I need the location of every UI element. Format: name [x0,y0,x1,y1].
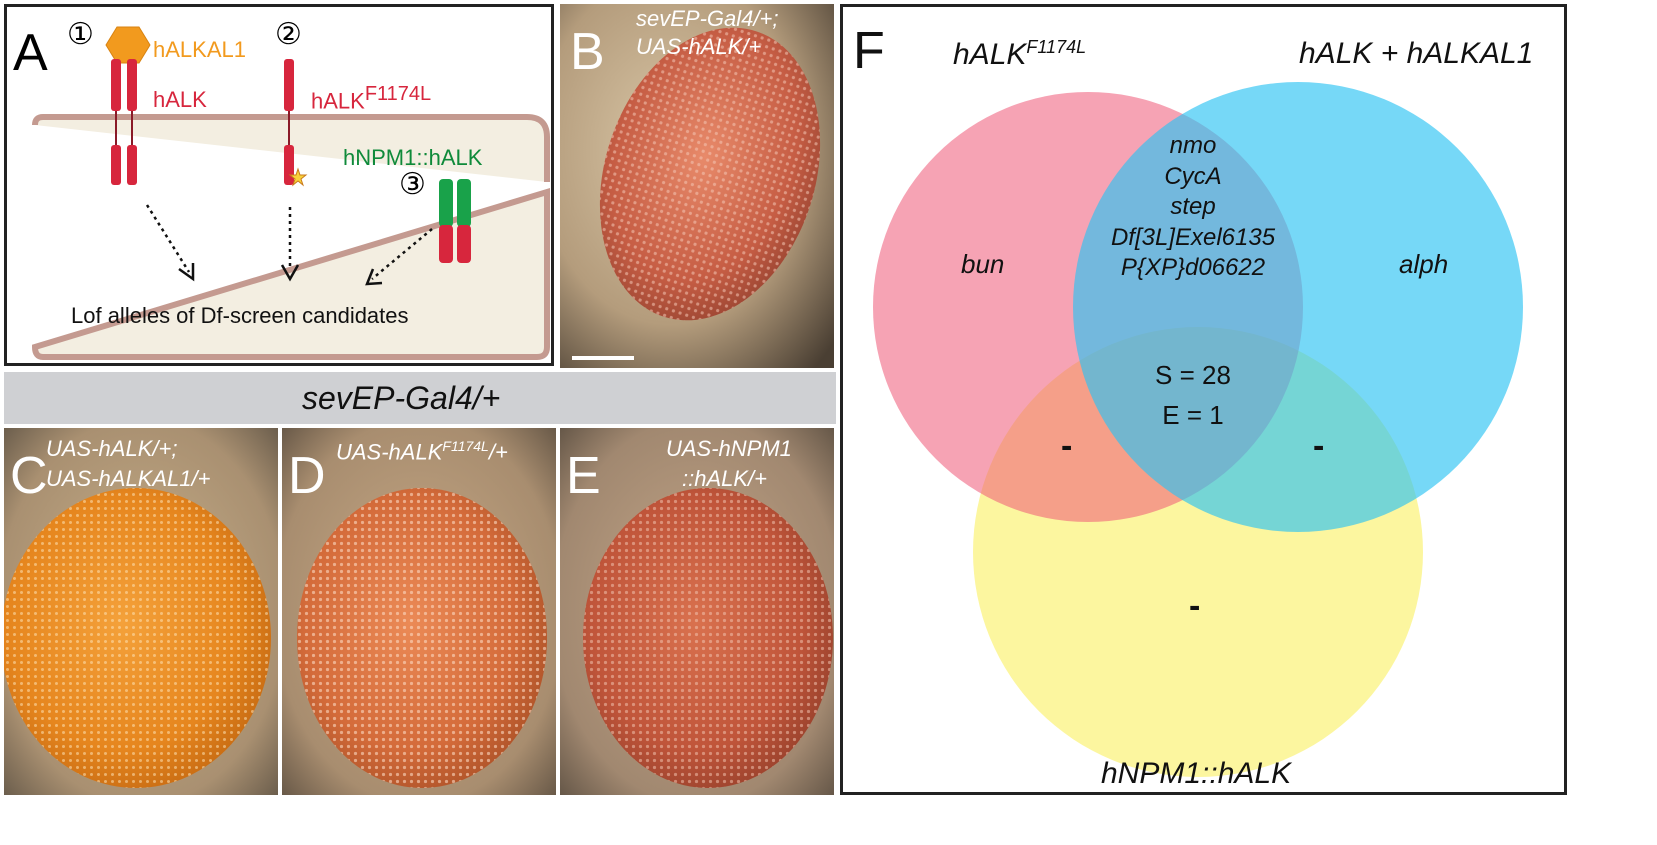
panel-d-genotype: UAS-hALKF1174L/+ [336,438,508,465]
number-2: ② [275,18,302,51]
panel-f-letter: F [853,22,885,80]
set-label-red-base: hALK [953,38,1027,71]
region-red-blue: nmo CycA step Df[3L]Exel6135 P{XP}d06622 [1083,131,1303,284]
panel-e-genotype-1: UAS-hNPM1 [666,436,792,461]
region-blue-only: alph [1399,249,1449,279]
gene-item: step [1170,193,1216,220]
panel-a: A ① ② ③ hALKAL1 hALK hALKF1174L hNPM1::h… [4,4,554,366]
region-blue-yellow: - [1313,427,1325,465]
panel-c-letter: C [10,447,48,505]
number-3: ③ [399,168,426,201]
panel-b-genotype-2: UAS-hALK/+ [636,34,762,59]
caption: Lof alleles of Df-screen candidates [71,303,409,328]
region-center: S = 28 E = 1 [1113,355,1273,435]
gene-item: CycA [1164,162,1222,190]
panel-a-letter: A [13,24,48,82]
panel-a-schematic [31,26,550,360]
receptor-label: hALK [153,87,207,112]
receptor-halk-icon [111,59,137,185]
set-label-yellow: hNPM1::hALK [1101,757,1292,790]
set-label-red-sup: F1174L [1026,37,1087,57]
fusion-label: hNPM1::hALK [343,145,483,170]
cell-membrane [31,114,550,360]
gene-item: nmo [1169,132,1217,159]
panel-d-genotype-tail: /+ [488,439,508,465]
panel-b-letter: B [570,23,605,81]
panel-e-photo: E UAS-hNPM1 ::hALK/+ [560,428,834,795]
panel-d-photo: D UAS-hALKF1174L/+ [282,428,556,795]
panel-f: F hALKF1174L hALK + hALKAL1 hNPM1::hALK … [840,4,1567,795]
ligand-hexagon-icon [105,26,151,64]
panel-d-genotype-sup: F1174L [442,438,489,454]
panel-d-genotype-base: UAS-hALK [336,439,443,465]
arrows [145,204,433,280]
header-bar [4,372,836,424]
region-red-yellow: - [1061,427,1073,465]
mutation-star-icon [288,167,308,187]
panel-b-genotype-1: sevEP-Gal4/+; [636,6,779,31]
center-e: E = 1 [1162,400,1224,430]
fusion-protein-icon [439,179,471,263]
panel-c-photo: C UAS-hALK/+; UAS-hALKAL1/+ [4,428,278,795]
mutant-label: hALKF1174L [311,83,431,114]
ligand-label: hALKAL1 [153,37,246,62]
panel-e-letter: E [566,447,601,505]
mutant-label-sup: F1174L [364,83,432,105]
number-1: ① [67,18,94,51]
center-s: S = 28 [1155,360,1231,390]
panel-d-letter: D [288,447,326,505]
scale-bar [572,356,634,360]
panel-c-genotype-1: UAS-hALK/+; [46,436,178,461]
panel-c-genotype-2: UAS-hALKAL1/+ [46,466,211,491]
mutant-label-base: hALK [311,88,365,114]
receptor-mutant-icon [284,59,308,187]
panel-e-genotype-2: ::hALK/+ [682,466,768,491]
panel-b-photo: sevEP-Gal4/+; UAS-hALK/+ B [560,4,834,368]
gene-item: P{XP}d06622 [1120,254,1266,281]
venn-circle-blue [1073,82,1523,532]
set-label-blue: hALK + hALKAL1 [1299,37,1534,70]
header-bar-text: sevEP-Gal4/+ [302,380,501,416]
region-yellow-only: - [1189,587,1201,625]
region-red-only: bun [961,249,1005,279]
gene-item: Df[3L]Exel6135 [1110,223,1276,251]
set-label-red: hALKF1174L [953,37,1086,72]
venn-diagram [873,82,1523,777]
